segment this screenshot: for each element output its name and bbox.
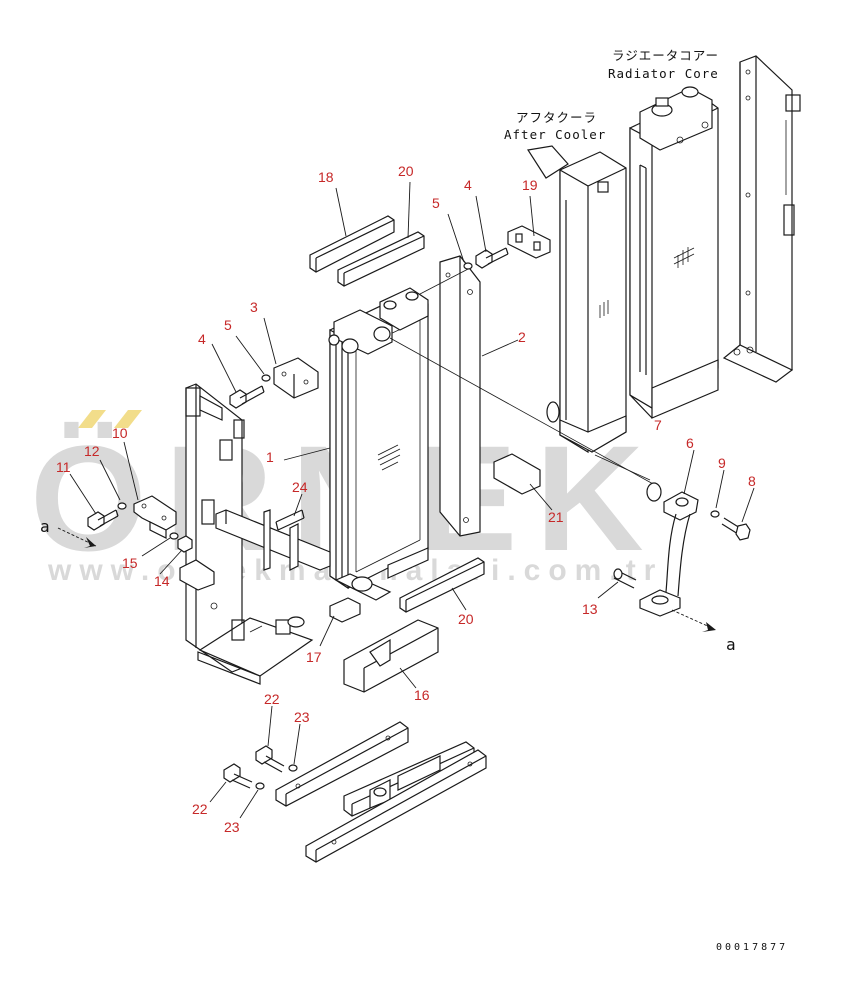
part-23-washer-upper <box>288 764 298 772</box>
flow-arrow-left <box>57 527 97 548</box>
radiator-core-jp-label: ラジエータコアー <box>612 48 719 63</box>
part-14-nut <box>177 535 193 553</box>
callout-17: 17 <box>306 649 322 665</box>
callout-1: 1 <box>266 449 274 465</box>
after-cooler-jp-label: アフタクーラ <box>516 110 597 125</box>
callout-8: 8 <box>748 473 756 489</box>
callout-3: 3 <box>250 299 258 315</box>
bottom-rail-upper <box>275 721 409 807</box>
callout-16: 16 <box>414 687 430 703</box>
callout-10: 10 <box>112 425 128 441</box>
part-11-bolt <box>87 509 119 531</box>
flow-mark-left: a <box>40 517 51 536</box>
part-5-washer-right <box>463 262 473 270</box>
callout-11: 11 <box>56 459 71 475</box>
bottom-rail-lower <box>305 749 487 863</box>
part-6-hose <box>639 491 699 617</box>
callout-18: 18 <box>318 169 334 185</box>
callout-20-bottom: 20 <box>458 611 474 627</box>
leader-7-line <box>594 454 651 481</box>
part-22-bolt-lower <box>223 763 253 789</box>
part-5-washer-left <box>261 374 271 382</box>
callout-12: 12 <box>84 443 100 459</box>
watermark-accent-right <box>114 410 142 428</box>
part-12-washer <box>117 502 127 510</box>
callout-6: 6 <box>686 435 694 451</box>
callout-4-left: 4 <box>198 331 206 347</box>
callout-13: 13 <box>582 601 598 617</box>
part-8-bolt <box>721 517 751 541</box>
part-18-bar <box>309 215 395 273</box>
part-15-washer <box>169 532 179 540</box>
callout-19: 19 <box>522 177 538 193</box>
left-support-frame <box>185 383 314 685</box>
callout-20-top: 20 <box>398 163 414 179</box>
callout-7: 7 <box>654 417 662 433</box>
callout-15: 15 <box>122 555 138 571</box>
frame-crossbar <box>215 509 331 571</box>
part-17-block <box>329 597 361 623</box>
lower-bracket <box>179 559 215 591</box>
callout-4-right: 4 <box>464 177 472 193</box>
part-9-washer <box>710 510 720 518</box>
watermark-accent-left <box>78 410 106 428</box>
radiator-core <box>629 86 719 419</box>
callout-24: 24 <box>292 479 308 495</box>
flow-mark-right: a <box>726 635 737 654</box>
callout-22-lower: 22 <box>192 801 208 817</box>
callout-23-lower: 23 <box>224 819 240 835</box>
flow-arrow-right <box>671 609 716 632</box>
callout-numbers: 18 20 5 4 19 3 5 4 2 10 12 11 1 24 7 6 9… <box>56 163 756 835</box>
radiator-core-en-label: Radiator Core <box>608 66 719 81</box>
part-20-bar-bottom <box>399 557 485 613</box>
part-16-block <box>343 619 439 693</box>
callout-5-right: 5 <box>432 195 440 211</box>
part-4-bolt-right <box>475 247 509 269</box>
part-13-bolt <box>613 568 637 589</box>
callout-23-upper: 23 <box>294 709 310 725</box>
callout-9: 9 <box>718 455 726 471</box>
callout-14: 14 <box>154 573 170 589</box>
part-19-block <box>507 225 551 259</box>
callout-5-left: 5 <box>224 317 232 333</box>
part-23-washer-lower <box>255 782 265 790</box>
after-cooler <box>527 145 627 454</box>
assembly-axis-line <box>389 337 656 486</box>
part-21-block <box>493 453 541 495</box>
part-1-radiator-frame <box>328 287 429 601</box>
callout-22-upper: 22 <box>264 691 280 707</box>
part-10-bracket <box>133 495 177 539</box>
after-cooler-en-label: After Cooler <box>504 127 606 142</box>
part-20-bar-top <box>337 231 425 287</box>
side-support-bracket <box>722 55 801 383</box>
assembly-axis-line-2 <box>419 267 471 295</box>
drawing-number: 00017877 <box>716 942 788 953</box>
part-2-plate <box>439 255 481 537</box>
part-7-ring <box>646 482 662 502</box>
callout-21: 21 <box>548 509 564 525</box>
part-22-bolt-upper <box>255 745 285 773</box>
callout-leaders <box>69 181 755 819</box>
callout-2: 2 <box>518 329 526 345</box>
part-24-stud <box>275 509 305 531</box>
part-4-bolt-left <box>229 385 265 409</box>
part-3-bracket <box>273 357 319 399</box>
